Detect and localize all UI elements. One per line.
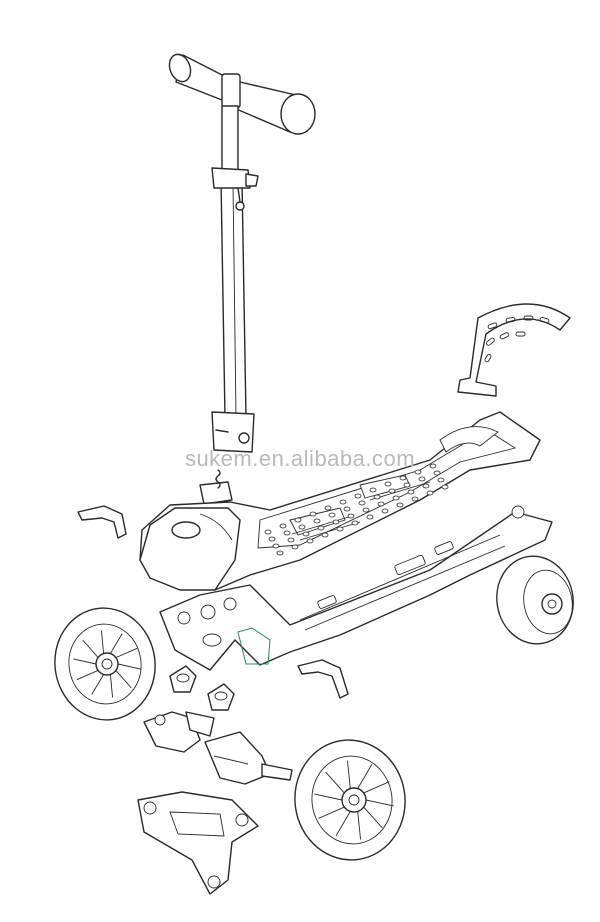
green-outline-detail (237, 627, 271, 665)
bushing-right (207, 683, 235, 711)
mid-bracket (297, 659, 349, 699)
rear-wheel (496, 555, 574, 645)
steering-tube (220, 105, 247, 419)
left-bracket (77, 505, 127, 539)
bushing-left (169, 665, 197, 693)
rear-brake-fender (457, 303, 571, 397)
deck-grip-dots (264, 463, 449, 556)
wheel-spokes (73, 630, 394, 840)
front-neck-base (139, 507, 241, 591)
chassis-frame (159, 505, 553, 671)
front-wheel-top (54, 607, 156, 721)
base-plate (137, 791, 259, 895)
lower-clamp (211, 411, 255, 453)
pivot-arm (143, 711, 215, 753)
front-wheel-bottom (294, 739, 406, 861)
spring-bolt (199, 469, 233, 505)
height-clamp (211, 167, 259, 211)
axle-bracket (204, 731, 293, 785)
handlebar-grips (168, 53, 316, 135)
